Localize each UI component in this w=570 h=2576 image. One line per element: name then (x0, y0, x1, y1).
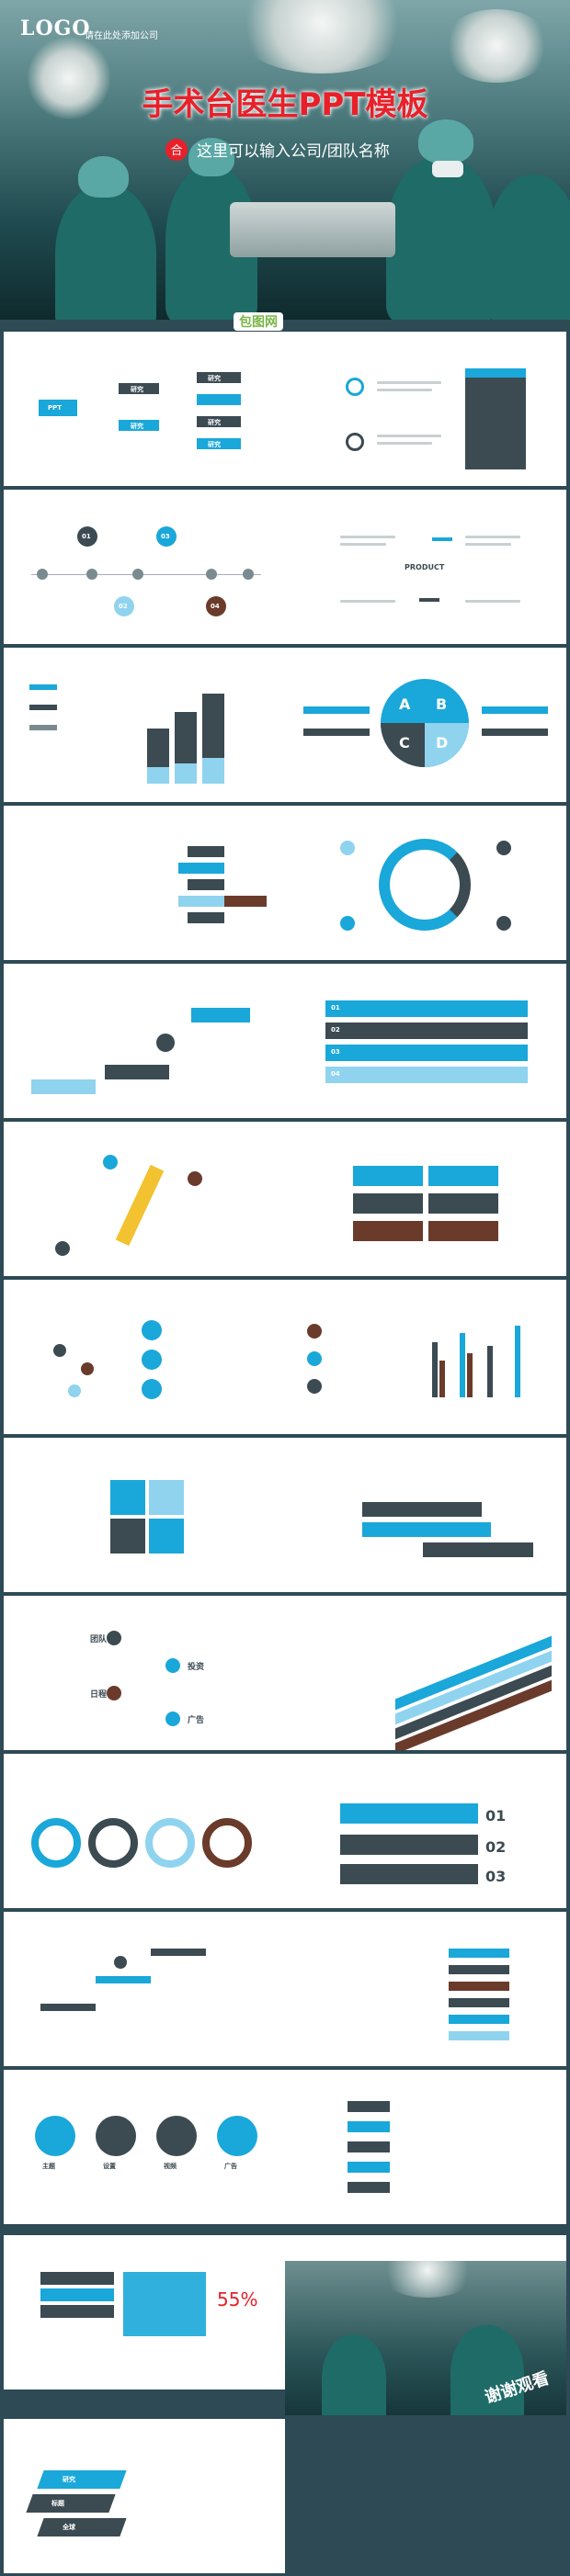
slide-thumbnail[interactable] (285, 1912, 566, 2066)
surgical-lamp (230, 0, 414, 73)
root-label: PPT (48, 404, 63, 412)
step-number: 03 (331, 1048, 340, 1056)
step-number: 04 (331, 1070, 340, 1078)
slide-thumbnail[interactable] (4, 648, 285, 802)
node-box (119, 383, 159, 394)
operating-table (230, 202, 395, 257)
surgeon-cap (188, 138, 234, 176)
cover-subtitle: 这里可以输入公司/团队名称 (197, 142, 390, 161)
node-label: 研究 (208, 419, 221, 426)
slide-thumbnail[interactable] (285, 806, 566, 960)
panel-header (465, 368, 526, 378)
surgical-lamp (28, 37, 110, 119)
logo-subtitle: 请在此处添加公司 (85, 31, 158, 41)
step-number: 01 (485, 1807, 507, 1825)
step-number: 03 (161, 533, 170, 540)
node-label: 研究 (131, 423, 143, 430)
cover-slide: LOGO 请在此处添加公司 手术台医生PPT模板 合 这里可以输入公司/团队名称 (0, 0, 570, 320)
slide-thumbnail[interactable] (285, 1280, 566, 1434)
quadrant-label: D (436, 734, 449, 751)
slide-thumbnail[interactable] (285, 1438, 566, 1592)
slide-thumbnail[interactable] (4, 1122, 285, 1276)
slide-thumbnail[interactable]: 团队 日程 投资 广告 (4, 1596, 285, 1750)
item-title: 团队 (90, 1635, 108, 1644)
slide-thumbnail[interactable]: 研究 标题 全球 (4, 2419, 285, 2573)
slide-thumbnail[interactable] (4, 1754, 285, 1908)
company-badge-icon: 合 (165, 138, 188, 161)
quadrant-label: A (399, 695, 411, 713)
step-label: 研究 (63, 2476, 75, 2483)
node-box (197, 394, 241, 405)
globe-icon (346, 433, 364, 451)
slide-thumbnail[interactable]: 01 02 03 (285, 1754, 566, 1908)
surgical-lamp (441, 9, 552, 83)
percentage-value: 55% (217, 2288, 258, 2310)
cover-title: 手术台医生PPT模板 (142, 86, 428, 123)
slide-thumbnail[interactable] (4, 1280, 285, 1434)
cycle-ring (379, 839, 471, 931)
logo: LOGO (20, 17, 91, 40)
step-number: 04 (211, 603, 220, 610)
slide-thumbnail[interactable]: A B C D (285, 648, 566, 802)
slide-thumbnail[interactable] (4, 806, 285, 960)
cover-subtitle-row: 合 这里可以输入公司/团队名称 (165, 138, 390, 161)
node-label: 研究 (131, 386, 143, 393)
watermark: 包图网 (234, 312, 283, 331)
node-box (197, 372, 241, 383)
pencil-icon (115, 1164, 165, 1247)
surgeon-figure (386, 156, 496, 320)
icon-label: 主题 (42, 2163, 55, 2170)
slide-thumbnail[interactable] (285, 2070, 566, 2224)
surgeon-figure (487, 175, 570, 320)
slide-thumbnail[interactable] (4, 964, 285, 1118)
slide-thumbnail[interactable] (285, 332, 566, 486)
node-box (119, 420, 159, 431)
surgeon-cap (418, 119, 473, 164)
arrow (419, 598, 439, 602)
slide-thumbnail[interactable]: PRODUCT (285, 490, 566, 644)
icon-label: 视频 (164, 2163, 177, 2170)
slide-thumbnail[interactable] (4, 1438, 285, 1592)
slide-thumbnail[interactable] (285, 1122, 566, 1276)
slide-thumbnail[interactable]: 55% (4, 2235, 285, 2390)
slide-thumbnail[interactable]: PPT 研究 研究 研究 研究 研究 (4, 332, 285, 486)
item-title: 投资 (188, 1663, 205, 1672)
icon-label: 设置 (103, 2163, 116, 2170)
quadrant-label: B (436, 695, 448, 713)
slide-thumbnail[interactable]: 主题 设置 视频 广告 (4, 2070, 285, 2224)
node-label: 研究 (208, 441, 221, 448)
item-title: 广告 (188, 1716, 205, 1725)
step-number: 02 (119, 603, 128, 610)
step-number: 02 (485, 1838, 507, 1856)
slide-thumbnail[interactable] (4, 1912, 285, 2066)
arrow (432, 537, 452, 541)
step-label: 全球 (63, 2524, 75, 2531)
step-number: 01 (82, 533, 91, 540)
surgeon-cap (78, 156, 129, 198)
step-number: 03 (485, 1868, 507, 1885)
surgeon-figure (55, 184, 156, 320)
step-label: 标题 (51, 2500, 64, 2507)
surgical-mask (432, 161, 463, 177)
slide-thumbnail[interactable]: 01 03 02 04 (4, 490, 285, 644)
ending-slide[interactable]: 谢谢观看 (285, 2261, 566, 2415)
node-box (197, 416, 241, 427)
root-box (39, 400, 77, 416)
slide-thumbnail[interactable]: 01 02 03 04 (285, 964, 566, 1118)
item-title: 日程 (90, 1690, 108, 1700)
step-number: 02 (331, 1026, 340, 1034)
slide-thumbnail[interactable] (285, 1596, 566, 1750)
node-box (197, 438, 241, 449)
search-icon (346, 378, 364, 396)
quadrant-label: C (399, 734, 410, 751)
node-label: 研究 (208, 375, 221, 382)
step-number: 01 (331, 1004, 340, 1011)
icon-label: 广告 (224, 2163, 237, 2170)
product-label: PRODUCT (405, 563, 445, 571)
dark-panel (465, 368, 526, 469)
